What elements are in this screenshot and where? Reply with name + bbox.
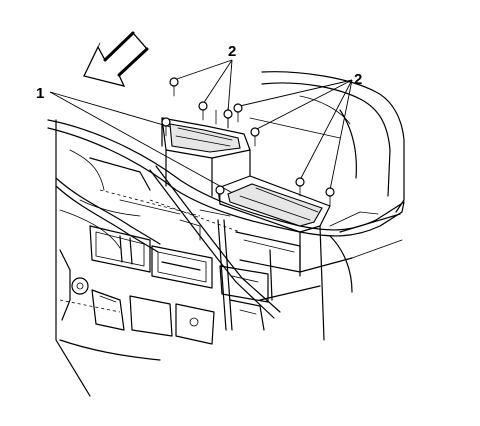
callout-2-left: 2 — [228, 43, 236, 60]
right-bracket — [217, 175, 331, 341]
callout-1: 1 — [36, 85, 44, 102]
left-bracket — [161, 107, 251, 197]
fender — [249, 71, 405, 293]
bolt-icon — [161, 77, 335, 207]
engine-details — [119, 199, 321, 301]
cowl-seal — [47, 119, 405, 237]
leader-lines — [49, 59, 353, 197]
callout-2-right: 2 — [354, 71, 362, 88]
engine-compartment — [55, 119, 269, 397]
direction-arrow-icon — [83, 31, 149, 87]
